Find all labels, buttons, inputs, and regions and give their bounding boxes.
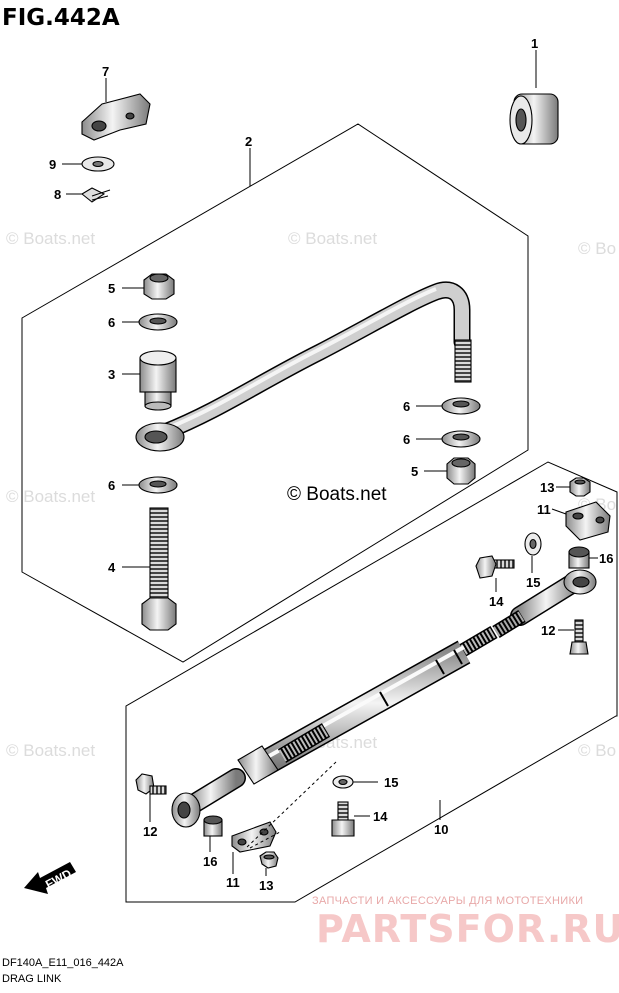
callout-15: 15 bbox=[526, 575, 540, 590]
watermark: © Boats.net bbox=[6, 741, 95, 760]
watermark: © Boats.net bbox=[6, 487, 95, 506]
bolt-part-14 bbox=[475, 555, 515, 579]
callout-1: 1 bbox=[531, 36, 538, 51]
fwd-arrow-icon: FWD bbox=[24, 862, 76, 894]
nut-part-5 bbox=[143, 273, 175, 300]
washer-part-6 bbox=[441, 397, 481, 415]
bolt-part-4 bbox=[141, 507, 177, 631]
watermark: © Bo bbox=[578, 741, 616, 760]
bracket-part-7 bbox=[81, 93, 151, 141]
watermark: © Bo bbox=[578, 239, 616, 258]
washer-part-15 bbox=[524, 532, 542, 556]
washer-part-9 bbox=[81, 156, 115, 172]
callout-5: 5 bbox=[108, 281, 115, 296]
callout-8: 8 bbox=[54, 187, 61, 202]
shop-watermark: ЗАПЧАСТИ И АКСЕССУАРЫ ДЛЯ МОТОТЕХНИКИ PA… bbox=[312, 895, 619, 951]
callout-2: 2 bbox=[245, 134, 252, 149]
bolt-part-12 bbox=[135, 773, 167, 795]
callout-6: 6 bbox=[108, 315, 115, 330]
nut-part-5 bbox=[446, 457, 476, 485]
bolt-part-12 bbox=[569, 619, 589, 655]
collar-part-16 bbox=[203, 815, 223, 837]
callout-16: 16 bbox=[203, 854, 217, 869]
drag-link-outline-box bbox=[21, 123, 529, 663]
callout-13: 13 bbox=[259, 878, 273, 893]
callout-3: 3 bbox=[108, 367, 115, 382]
callout-10: 10 bbox=[434, 822, 448, 837]
callout-11: 11 bbox=[226, 875, 240, 890]
sleeve-part-3 bbox=[139, 350, 177, 411]
callout-6: 6 bbox=[108, 478, 115, 493]
bracket-part-11 bbox=[565, 501, 611, 541]
callout-6: 6 bbox=[403, 399, 410, 414]
callout-12: 12 bbox=[143, 824, 157, 839]
nut-part-13 bbox=[259, 851, 279, 869]
washer-part-15 bbox=[332, 775, 354, 789]
figure-title: FIG.442A bbox=[2, 5, 120, 31]
callout-15: 15 bbox=[384, 775, 398, 790]
callout-14: 14 bbox=[489, 594, 504, 609]
drag-rod-outline-box bbox=[125, 461, 618, 903]
watermark-center: © Boats.net bbox=[287, 484, 387, 505]
callout-7: 7 bbox=[102, 64, 109, 79]
bracket-part-11 bbox=[231, 821, 277, 853]
watermark: © Boats.net bbox=[288, 229, 377, 248]
cotter-pin-part-8 bbox=[81, 187, 111, 203]
collar-part-16 bbox=[568, 546, 590, 569]
nut-part-13 bbox=[569, 477, 591, 497]
callout-12: 12 bbox=[541, 623, 555, 638]
callout-5: 5 bbox=[411, 464, 418, 479]
drag-link-rod-part-2 bbox=[135, 281, 472, 452]
callout-13: 13 bbox=[540, 480, 554, 495]
callout-14: 14 bbox=[373, 809, 388, 824]
washer-part-6 bbox=[138, 313, 178, 331]
figure-code: DF140A_E11_016_442A bbox=[2, 957, 124, 969]
watermark-group: © Boats.net © Boats.net © Bo © Boats.net… bbox=[6, 229, 616, 760]
callout-6: 6 bbox=[403, 432, 410, 447]
bushing-part-1 bbox=[509, 93, 559, 145]
callout-labels: 1 2 7 9 8 5 6 3 6 4 6 6 5 13 11 15 16 14… bbox=[49, 36, 613, 893]
figure-name: DRAG LINK bbox=[2, 973, 62, 985]
washer-part-6 bbox=[441, 430, 481, 448]
washer-part-6 bbox=[138, 476, 178, 494]
callout-11: 11 bbox=[537, 502, 551, 517]
watermark: © Boats.net bbox=[6, 229, 95, 248]
bolt-part-14 bbox=[331, 801, 355, 837]
shop-subtitle: ЗАПЧАСТИ И АКСЕССУАРЫ ДЛЯ МОТОТЕХНИКИ bbox=[312, 895, 583, 907]
callout-4: 4 bbox=[108, 560, 116, 575]
drag-rod-part-10 bbox=[171, 569, 597, 828]
shop-logo: PARTSFOR.RU bbox=[316, 907, 619, 951]
callout-16: 16 bbox=[599, 551, 613, 566]
leader-lines bbox=[62, 50, 598, 876]
callout-9: 9 bbox=[49, 157, 56, 172]
